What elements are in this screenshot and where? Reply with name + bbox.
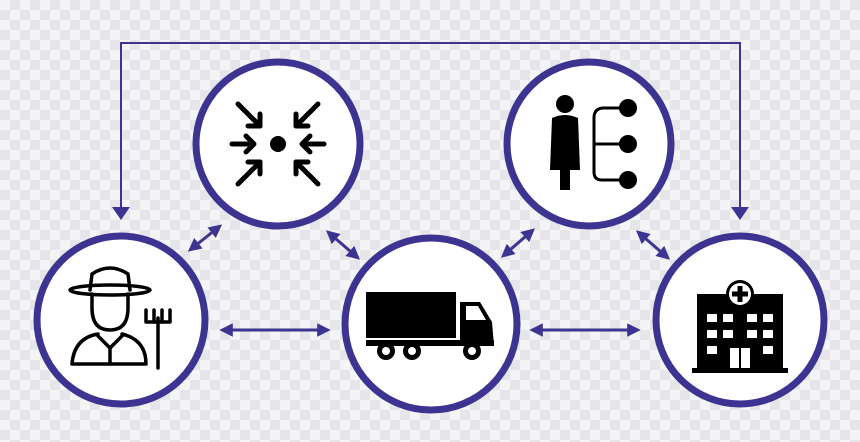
arrow-down-to-hospital [731,207,749,220]
arrow-down-to-farmer [112,207,130,220]
arrow-distributor-hospital [635,230,671,260]
farmer-icon [68,266,172,370]
arrow-truck-distributor [500,228,536,258]
hospital-icon [692,280,788,373]
arrow-farmer-aggregation [187,224,223,252]
truck-icon [366,292,494,360]
node-distributor [503,58,675,230]
converge-arrows-icon [229,101,327,187]
node-farmer [33,232,209,408]
person-network-icon [550,95,637,190]
arrow-aggregation-truck [325,230,361,260]
top-connector [112,42,749,220]
